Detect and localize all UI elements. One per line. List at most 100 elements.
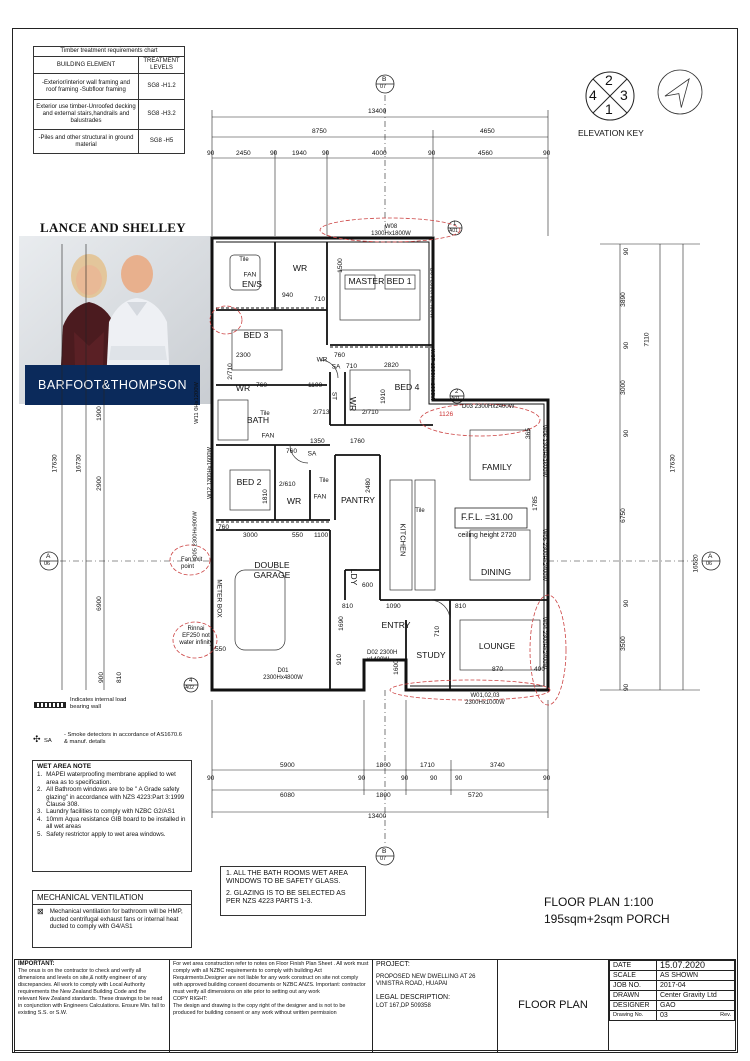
fan-exit-callout: Fan exit point <box>181 557 203 570</box>
ceiling-height: ceiling height 2720 <box>458 532 517 539</box>
dim-bottom: 1800 <box>376 792 391 799</box>
fixtures <box>217 254 541 671</box>
section-marker-sheet: 06 <box>706 561 713 567</box>
field-key: JOB NO. <box>609 980 657 991</box>
elev-num-top: 2 <box>605 72 613 88</box>
dim-left: 2900 <box>95 476 103 491</box>
copyright-label: COPY RIGHT: <box>173 996 208 1002</box>
field-key: DESIGNER <box>609 1000 657 1011</box>
section-marker-sheet: A01 <box>449 228 458 234</box>
room-entry: ENTRY <box>381 620 411 630</box>
field-value: 15.07.2020 <box>656 960 735 971</box>
load-bearing-legend-symbol <box>34 702 66 708</box>
section-marker-letter: B <box>382 848 387 855</box>
window-w05: W05 2300Hx2400W <box>540 529 547 581</box>
title-block: IMPORTANT: The onus is on the contractor… <box>14 959 736 1051</box>
rinnai-callout: Rinnai EF250 not water infinity <box>179 626 213 646</box>
project-label: PROJECT: <box>376 961 410 968</box>
room-tile: Tile <box>415 508 425 514</box>
window-w12: W12 1300Hx1600W <box>206 447 213 499</box>
project-text: PROPOSED NEW DWELLING AT 26 VINISTRA ROA… <box>376 974 476 987</box>
room-wardrobe: WR <box>286 496 302 506</box>
door-width: 1910 <box>379 389 387 404</box>
timber-row-level: SG8 -H5 <box>138 129 185 154</box>
dim-right: 90 <box>623 341 631 350</box>
room-bed-3: BED 3 <box>243 330 269 340</box>
dim-top-part: 4560 <box>478 150 493 157</box>
dim-top-part: 1940 <box>292 150 307 157</box>
door-width: 1760 <box>350 438 365 445</box>
wet-area-note: WET AREA NOTE 1.MAPEI waterproofing memb… <box>32 760 192 872</box>
copyright-text: The design and drawing is the copy right… <box>173 1003 346 1016</box>
section-marker-sheet: 07 <box>380 84 387 90</box>
room-double-garage: DOUBLE GARAGE <box>253 560 291 580</box>
door-width: 1090 <box>386 603 401 610</box>
elev-num-right: 3 <box>620 87 628 103</box>
plan-area: 195sqm+2sqm PORCH <box>544 912 670 926</box>
door-width: 550 <box>215 646 227 653</box>
door-width: 2/610 <box>279 481 296 488</box>
timber-treatment-table: Timber treatment requirements chart BUIL… <box>33 46 185 154</box>
wet-area-title: WET AREA NOTE <box>37 763 92 770</box>
dim-bottom: 5720 <box>468 792 483 799</box>
glazing-note-2: 2. GLAZING IS TO BE SELECTED AS PER NZS … <box>226 890 346 905</box>
elev-num-left: 4 <box>589 87 597 103</box>
room-study: STUDY <box>416 650 446 660</box>
room-wardrobe: WR <box>316 356 328 364</box>
north-arrow-icon <box>656 68 704 116</box>
elevation-key-label: ELEVATION KEY <box>578 128 644 138</box>
wet-area-item: 5.Safety restrictor apply to wet area wi… <box>37 830 166 838</box>
room-pantry: PANTRY <box>340 495 376 505</box>
glazing-note-1: 1. ALL THE BATH ROOMS WET AREA WINDOWS T… <box>226 870 348 885</box>
door-width: 1100 <box>308 382 323 389</box>
door-width: 2/713 <box>313 409 330 416</box>
field-value: AS SHOWN <box>656 970 735 981</box>
floor-level: F.F.L. =31.00 <box>461 512 513 522</box>
elev-num-bottom: 1 <box>605 101 613 117</box>
drawing-no: 03 <box>660 1012 668 1019</box>
section-marker-letter: 4 <box>189 678 193 684</box>
field-key: SCALE <box>609 970 657 981</box>
door-width: 2480 <box>364 478 372 493</box>
door-width: 2300 <box>236 352 251 359</box>
door-d02: D02 2300H x1400W <box>367 650 398 663</box>
door-width: 870 <box>492 666 504 673</box>
section-marker-letter: A <box>46 553 51 560</box>
window-w04: W04 2300Hx2400W <box>540 617 547 669</box>
dim-right: 3000 <box>619 380 627 395</box>
room-wardrobe: WR <box>348 396 358 412</box>
drawing-no-label: Drawing No. <box>609 1010 657 1021</box>
dim-left: 810 <box>116 671 124 684</box>
door-width: 1785 <box>531 496 539 511</box>
dimension-lines <box>60 95 700 845</box>
dim-bottom-90: 90 <box>358 775 366 782</box>
room-storage: ST <box>330 391 338 401</box>
window-w06: W06 1300Hx1600W <box>540 425 547 477</box>
door-width: 760 <box>286 448 298 455</box>
room-family: FAMILY <box>482 462 512 472</box>
wet-area-item: 1.MAPEI waterproofing membrane applied t… <box>37 771 176 786</box>
dim-bottom-90: 90 <box>430 775 438 782</box>
door-width: 1810 <box>261 489 269 504</box>
section-marker-sheet: 07 <box>380 856 387 862</box>
smoke-detector-legend-label: SA <box>44 738 52 744</box>
field-key: DRAWN <box>609 990 657 1001</box>
dim-right: 90 <box>623 599 631 608</box>
dim-bottom: 3740 <box>490 762 505 769</box>
door-width: 1100 <box>314 532 329 539</box>
smoke-detector-legend-text: - Smoke detectors in accordance of AS167… <box>64 732 182 745</box>
drawing-frame <box>12 28 738 1053</box>
revision-clouds <box>169 217 567 706</box>
room-master-bed: MASTER BED 1 <box>348 276 412 286</box>
project-cell: PROJECT: PROPOSED NEW DWELLING AT 26 VIN… <box>372 959 498 1051</box>
door-d05: D05 2300Hx900W <box>192 511 199 559</box>
important-text: The onus is on the contractor to check a… <box>18 968 165 1016</box>
door-width: 1600 <box>392 660 400 675</box>
door-width: 810 <box>455 603 467 610</box>
door-width: 760 <box>256 382 268 389</box>
dim-right: 7110 <box>643 332 651 347</box>
legal-text: LOT 167,DP 509358 <box>376 1003 431 1009</box>
window-w01-03: W01,02,03 2300Hx1000W <box>465 693 505 706</box>
room-fan: FAN <box>313 493 327 501</box>
